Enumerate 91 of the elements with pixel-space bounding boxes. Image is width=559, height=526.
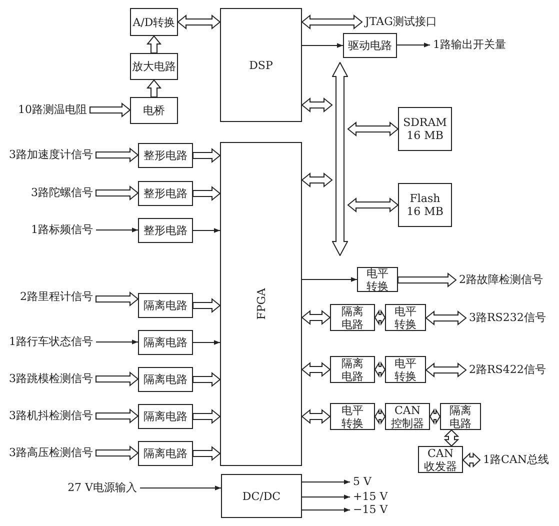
- signal-label: 1路行车状态信号: [4, 334, 96, 350]
- circuit-box: 隔离电路: [138, 367, 193, 392]
- block-arrow: [301, 14, 363, 30]
- arrow: [302, 43, 344, 48]
- circuit-box: 电平转换: [385, 304, 426, 331]
- circuit-box: A/D转换: [130, 8, 178, 36]
- processor-box: DSP: [220, 8, 302, 122]
- arrow: [302, 277, 358, 282]
- arrow: [302, 480, 350, 484]
- block-arrow: [301, 172, 333, 188]
- circuit-box: 隔离电路: [330, 304, 375, 331]
- signal-label: −15 V: [350, 502, 390, 518]
- block-arrow: [462, 452, 481, 468]
- block-arrow: [177, 14, 221, 30]
- block-arrow: [96, 185, 139, 201]
- circuit-box: 隔离电路: [138, 404, 193, 429]
- signal-label: +15 V: [350, 489, 390, 505]
- block-arrow: [192, 186, 221, 202]
- circuit-box: 隔离电路: [138, 441, 193, 466]
- circuit-box: 隔离电路: [138, 293, 193, 318]
- circuit-box: 整形电路: [138, 181, 193, 206]
- data-bus: [332, 62, 348, 256]
- signal-label: 10路测温电阻: [6, 102, 90, 118]
- block-arrow: [96, 147, 139, 163]
- memory-box: Flash 16 MB: [398, 183, 452, 227]
- circuit-box: CAN 收发器: [418, 446, 463, 473]
- block-arrow: [374, 408, 386, 425]
- block-arrow: [301, 362, 331, 378]
- arrow: [96, 340, 138, 344]
- circuit-box: 电桥: [130, 97, 178, 124]
- signal-label: 2路故障检测信号: [456, 272, 551, 288]
- signal-label: 3路机抖检测信号: [4, 408, 96, 424]
- arrow: [396, 42, 430, 48]
- circuit-box: 隔离电路: [138, 330, 193, 355]
- block-arrow: [425, 310, 467, 326]
- arrow: [302, 494, 350, 500]
- block-arrow: [192, 148, 221, 164]
- block-arrow: [347, 197, 399, 213]
- block-arrow: [96, 445, 139, 461]
- block-arrow: [398, 272, 457, 288]
- block-arrow: [374, 309, 386, 326]
- signal-label: 1路CAN总线: [480, 452, 556, 468]
- block-arrow: [301, 408, 331, 424]
- signal-label: 2路RS422信号: [466, 362, 551, 378]
- circuit-box: 电平转换: [357, 267, 398, 292]
- signal-label: 27 V电源输入: [40, 480, 140, 496]
- signal-label: 3路跳模检测信号: [4, 371, 96, 387]
- block-arrow: [96, 291, 139, 307]
- signal-label: 2路里程计信号: [4, 289, 96, 305]
- block-arrow: [425, 362, 467, 378]
- signal-label: 1路输出开关量: [430, 37, 520, 53]
- signal-label: 5 V: [350, 474, 390, 490]
- arrow: [302, 508, 350, 512]
- signal-label: JTAG测试接口: [362, 14, 442, 30]
- signal-label: 3路加速度计信号: [4, 147, 96, 163]
- signal-label: 3路RS232信号: [466, 310, 551, 326]
- block-arrow: [90, 102, 131, 118]
- arrow: [96, 228, 138, 232]
- block-arrow: [96, 371, 139, 387]
- circuit-box: 驱动电路: [343, 33, 397, 58]
- circuit-box: 整形电路: [138, 218, 193, 243]
- chip-box: [220, 142, 302, 466]
- block-arrow: [444, 429, 460, 447]
- signal-label: 3路陀螺信号: [4, 185, 96, 201]
- block-arrow: [192, 446, 221, 462]
- block-arrow: [192, 408, 221, 424]
- block-arrow: [146, 35, 162, 54]
- circuit-box: 隔离电路: [440, 403, 481, 430]
- block-arrow: [429, 408, 441, 425]
- block-arrow: [96, 408, 139, 424]
- block-arrow: [192, 298, 221, 314]
- circuit-box: 整形电路: [138, 143, 193, 168]
- block-arrow: [347, 121, 399, 137]
- circuit-box: 放大电路: [130, 53, 178, 80]
- signal-label: 3路高压检测信号: [4, 445, 96, 461]
- block-arrow: [146, 79, 162, 98]
- arrow: [140, 486, 222, 490]
- signal-label: 1路标频信号: [4, 222, 96, 238]
- converter-box: DC/DC: [221, 474, 302, 518]
- arrow: [192, 340, 220, 345]
- circuit-box: 隔离电路: [330, 356, 375, 383]
- circuit-box: CAN 控制器: [385, 403, 430, 430]
- chip-label: FPGA: [254, 288, 268, 320]
- circuit-box: 电平转换: [385, 356, 426, 383]
- memory-box: SDRAM 16 MB: [398, 107, 452, 151]
- arrow: [192, 228, 220, 233]
- block-arrow: [301, 97, 333, 113]
- block-arrow: [374, 361, 386, 378]
- block-arrow: [192, 372, 221, 388]
- circuit-box: 电平转换: [330, 403, 375, 430]
- block-arrow: [301, 310, 331, 326]
